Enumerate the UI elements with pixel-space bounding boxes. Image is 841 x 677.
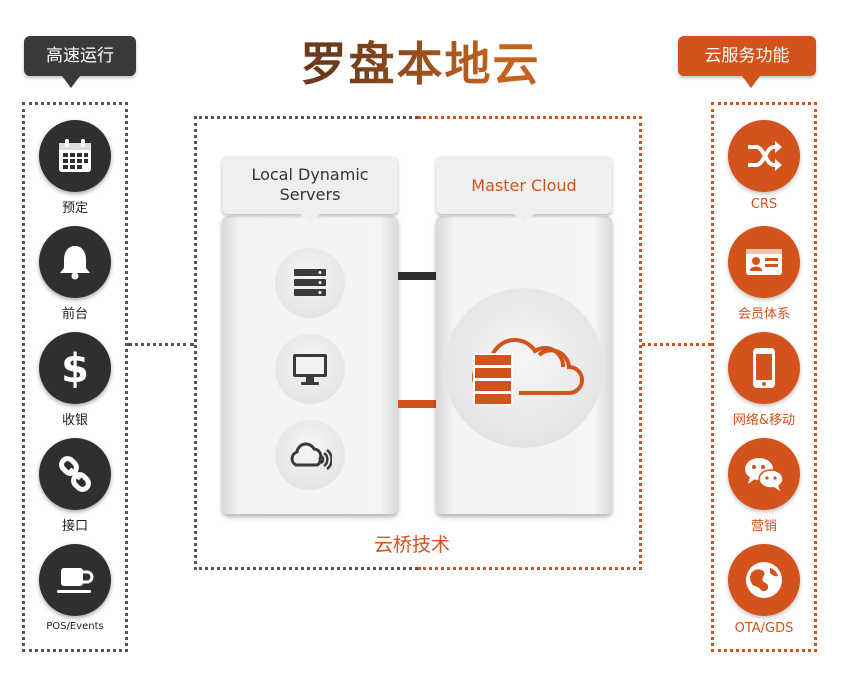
feature-pos-events[interactable]: POS/Events bbox=[23, 544, 127, 632]
wechat-icon bbox=[728, 438, 800, 510]
bridge-line-dark bbox=[398, 272, 436, 280]
monitor-icon bbox=[275, 334, 345, 404]
right-connector bbox=[642, 343, 711, 346]
master-cloud-header: Master Cloud bbox=[436, 156, 612, 214]
bell-icon bbox=[39, 226, 111, 298]
globe-icon bbox=[728, 544, 800, 616]
member-card-icon bbox=[728, 226, 800, 298]
feature-network-mobile[interactable]: 网络&移动 bbox=[712, 332, 816, 428]
local-servers-header: Local Dynamic Servers bbox=[222, 156, 398, 214]
feature-label: CRS bbox=[750, 197, 778, 212]
feature-label: 预定 bbox=[61, 201, 88, 216]
calendar-icon bbox=[39, 120, 111, 192]
right-tag-pointer bbox=[742, 76, 760, 88]
shuffle-icon bbox=[728, 120, 800, 192]
cloud-signal-icon bbox=[275, 420, 345, 490]
feature-label: OTA/GDS bbox=[734, 621, 794, 636]
local-servers-title: Local Dynamic Servers bbox=[251, 165, 369, 204]
left-tag-pointer bbox=[62, 76, 80, 88]
left-feature-box bbox=[22, 102, 128, 652]
feature-label: 前台 bbox=[61, 307, 88, 322]
feature-label: 会员体系 bbox=[737, 307, 790, 322]
feature-label: POS/Events bbox=[46, 621, 104, 632]
bridge-label: 云桥技术 bbox=[374, 534, 451, 556]
feature-label: 接口 bbox=[61, 519, 88, 534]
feature-interface[interactable]: 接口 bbox=[23, 438, 127, 534]
left-connector bbox=[128, 343, 194, 346]
coffee-cup-icon bbox=[39, 544, 111, 616]
left-tag: 高速运行 bbox=[24, 36, 136, 76]
feature-booking[interactable]: 预定 bbox=[23, 120, 127, 216]
feature-crs[interactable]: CRS bbox=[712, 120, 816, 212]
mobile-phone-icon bbox=[728, 332, 800, 404]
feature-marketing[interactable]: 营销 bbox=[712, 438, 816, 534]
feature-front-desk[interactable]: 前台 bbox=[23, 226, 127, 322]
cloud-header-pointer bbox=[514, 214, 534, 224]
feature-ota-gds[interactable]: OTA/GDS bbox=[712, 544, 816, 636]
cloud-server-icon bbox=[444, 288, 604, 448]
chain-link-icon bbox=[39, 438, 111, 510]
right-tag: 云服务功能 bbox=[678, 36, 816, 76]
dollar-icon: $ bbox=[39, 332, 111, 404]
center-frame bbox=[194, 116, 642, 570]
feature-membership[interactable]: 会员体系 bbox=[712, 226, 816, 322]
page-title: 罗盘本地云 bbox=[0, 28, 841, 94]
local-servers-panel bbox=[222, 216, 398, 514]
local-header-pointer bbox=[300, 214, 320, 224]
master-cloud-title: Master Cloud bbox=[471, 175, 577, 195]
server-stack-icon bbox=[275, 248, 345, 318]
feature-cashier[interactable]: $ 收银 bbox=[23, 332, 127, 428]
feature-label: 收银 bbox=[61, 413, 88, 428]
feature-label: 网络&移动 bbox=[732, 413, 796, 428]
feature-label: 营销 bbox=[750, 519, 777, 534]
bridge-line-orange bbox=[398, 400, 436, 408]
master-cloud-panel bbox=[436, 216, 612, 514]
right-feature-box bbox=[711, 102, 817, 652]
svg-text:$: $ bbox=[61, 346, 89, 390]
